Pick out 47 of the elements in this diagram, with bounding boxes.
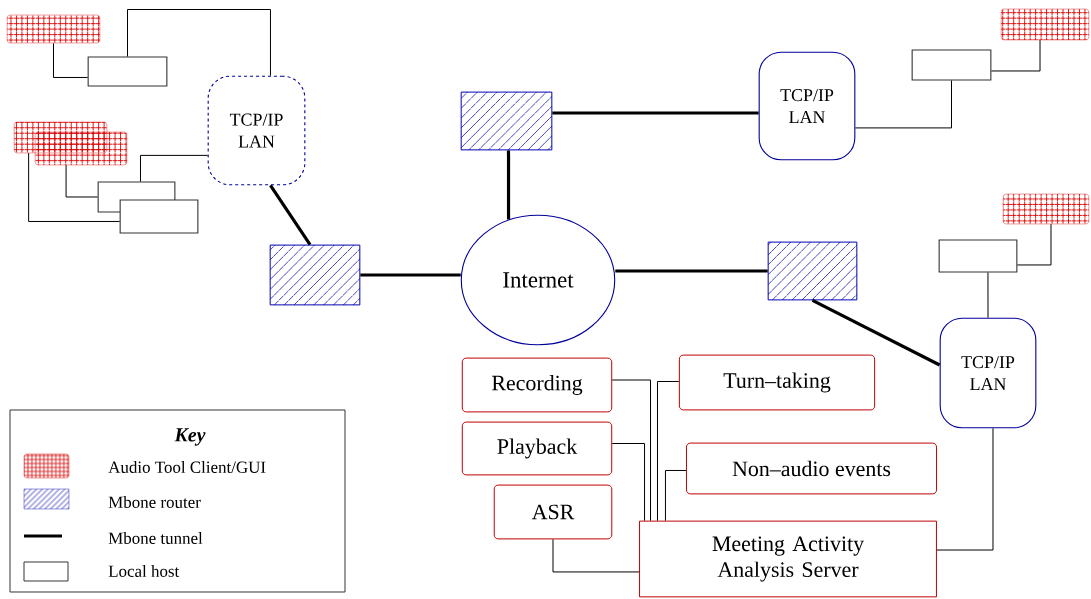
router-box: [460, 91, 553, 151]
host-box: [87, 56, 168, 87]
client-box: [35, 131, 128, 166]
connector-line: [1016, 223, 1052, 266]
module-box: Recording: [461, 357, 613, 413]
legend-title: Key: [174, 428, 206, 446]
tunnel-line: [360, 273, 461, 277]
tunnel-line: [506, 150, 511, 220]
tunnel-line: [615, 269, 768, 273]
host-box: [938, 239, 1018, 273]
legend-text: Local host: [108, 565, 180, 577]
router-box: [767, 241, 858, 301]
connector-line: [53, 42, 89, 78]
tunnel-line: [552, 111, 759, 115]
module-box: Non–audio events: [685, 442, 938, 495]
lan-box: TCP/IP LAN: [207, 75, 306, 186]
legend-text: Audio Tool Client/GUI: [108, 461, 266, 473]
router-box: [269, 244, 361, 306]
connector-line: [987, 272, 989, 319]
connector-line: [657, 381, 680, 522]
lan-box: TCP/IP LAN: [758, 51, 856, 161]
legend-text: Mbone router: [108, 496, 201, 508]
module-box: ASR: [493, 484, 613, 540]
connector-line: [127, 9, 271, 77]
tunnel-line: [269, 184, 312, 246]
client-box: [14, 121, 108, 154]
server-box: Meeting Activity Analysis Server: [639, 520, 937, 598]
connector-line: [611, 443, 646, 522]
legend-text: Mbone tunnel: [108, 532, 203, 544]
connector-line: [664, 470, 687, 522]
connector-line: [990, 39, 1041, 72]
connector-line: [65, 164, 99, 198]
client-box: [1002, 193, 1090, 225]
connector-line: [28, 152, 121, 222]
client-box: [6, 14, 101, 44]
connector-line: [552, 538, 640, 573]
tunnel-line: [811, 298, 941, 367]
connector-line: [854, 80, 952, 129]
module-box: Turn–taking: [678, 354, 876, 411]
lan-box: TCP/IP LAN: [939, 317, 1037, 429]
connector-line: [611, 379, 651, 522]
host-box: [119, 199, 199, 234]
module-box: Playback: [461, 421, 613, 476]
connector-line: [936, 427, 994, 551]
host-box: [911, 49, 992, 81]
connector-line: [140, 154, 209, 182]
client-box: [1000, 8, 1090, 41]
